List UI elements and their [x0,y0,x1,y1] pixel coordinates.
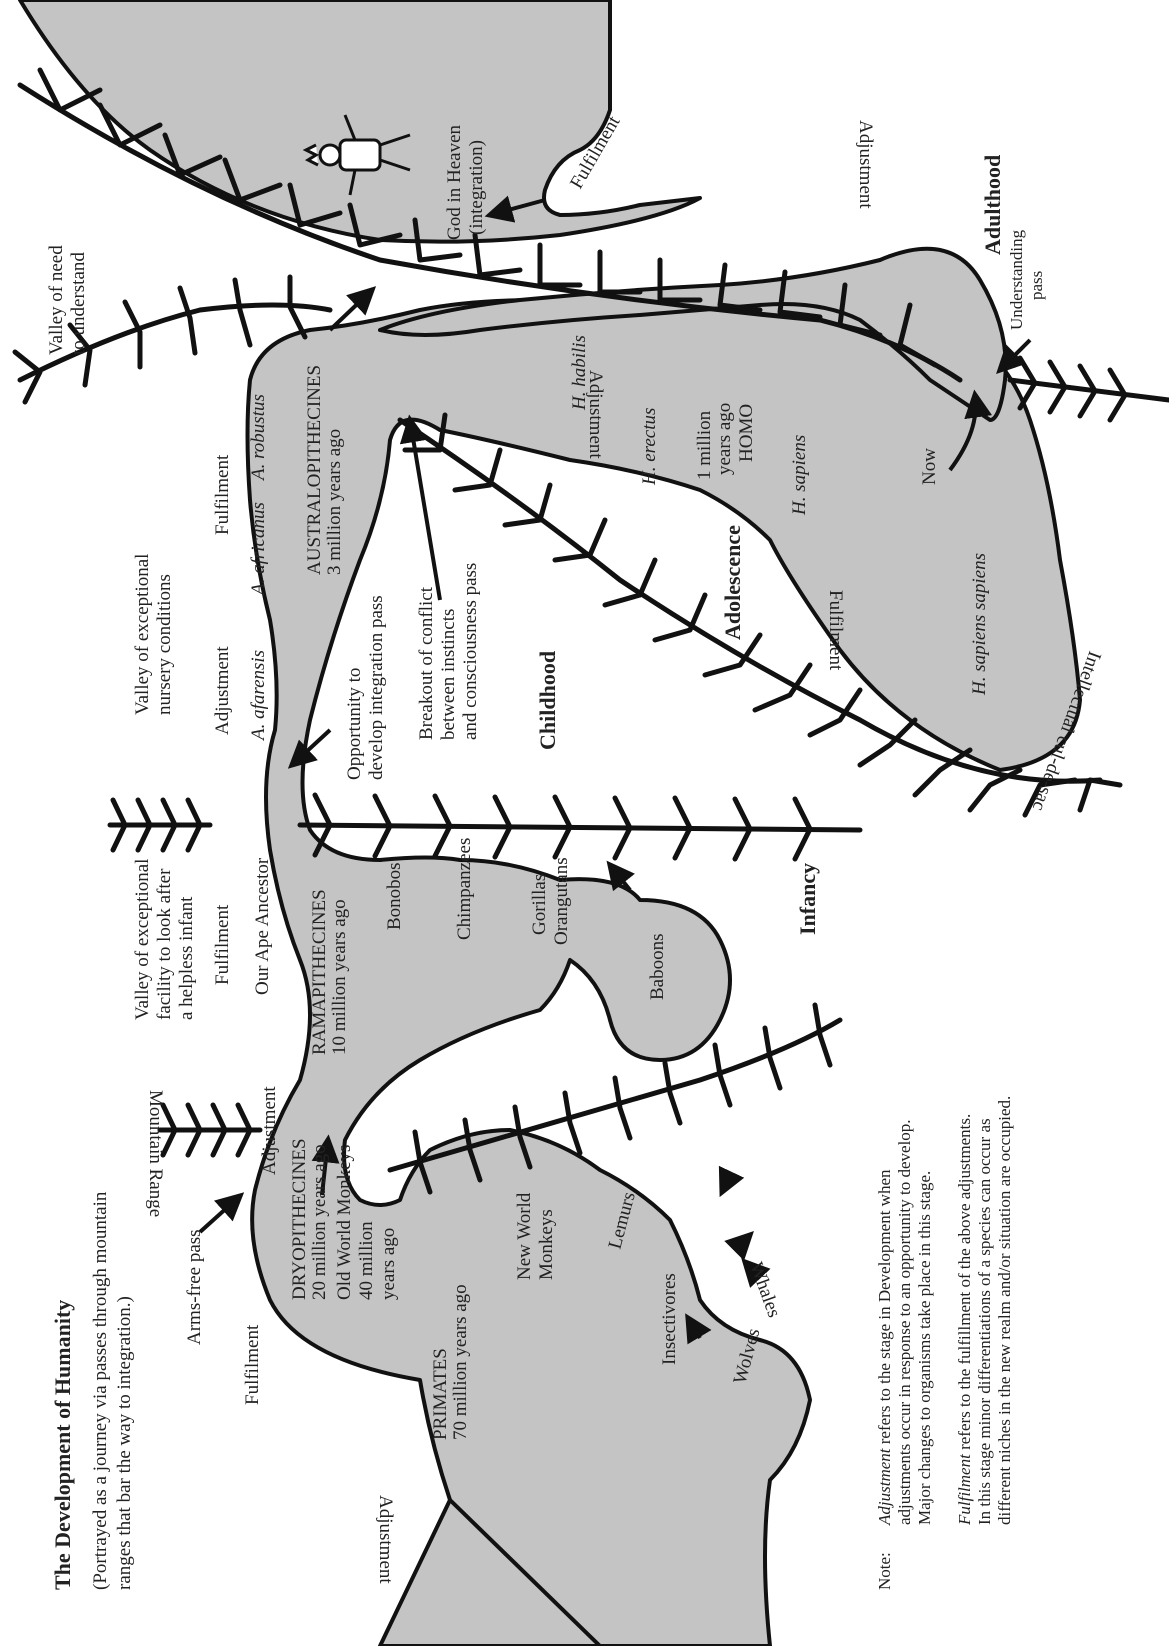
mountain-range-label: Mountain Range [145,1090,166,1217]
habilis-label: H. habilis [569,335,590,411]
adjustment-label-2: Adjustment [259,1086,280,1175]
fulfilment-label-3: Fulfilment [212,454,233,535]
adjustment-label-1: Adjustment [375,1495,396,1584]
homo-age-line2: years ago [714,403,735,475]
sapiens-label: H. sapiens [789,435,810,516]
dryopithecines-label: DRYOPITHECINES [289,1138,310,1300]
opportunity-pass-line2: develop integration pass [366,595,387,780]
breakout-pass-line3: and consciousness pass [460,563,481,740]
stage-adolescence: Adolescence [720,525,745,640]
fulfilment-label-1: Fulfilment [242,1324,263,1405]
god-label-line1: God in Heaven [444,124,465,240]
breakout-arrow [410,420,440,600]
afarensis-label: A. afarensis [248,650,269,742]
fulfilment-label-2: Fulfilment [212,904,233,985]
note-adjustment-line3: Major changes to organisms take place in… [915,1171,934,1525]
ramapithecines-age: 10 million years ago [329,899,350,1055]
orangutans-label: Orangutans [551,857,572,945]
new-world-line2: Monkeys [536,1209,557,1280]
arms-free-pass-label: Arms-free pass [184,1229,205,1345]
dryopithecines-age: 20 million years ago [309,1144,330,1300]
old-world-line1: Old World Monkeys [334,1145,355,1300]
baboons-label: Baboons [647,934,668,1001]
bonobos-label: Bonobos [384,862,405,930]
robustus-label: A. robustus [248,394,269,482]
ramapithecines-label: RAMAPITHECINES [309,889,330,1055]
diagram-title: The Development of Humanity [50,1300,75,1590]
valley-nursery-line1: Valley of exceptional [132,554,153,715]
erectus-label: H. erectus [639,408,660,486]
primates-age: 70 million years ago [450,1284,471,1440]
valley-need-line1: Valley of need [46,245,67,355]
arms-free-arrow [200,1196,240,1232]
valley-helpless-line3: a helpless infant [176,896,197,1020]
lemur-arrow [722,1175,730,1192]
primates-label: PRIMATES [430,1348,451,1440]
valley-helpless-line2: facility to look after [154,868,175,1020]
adjustment-label-3: Adjustment [212,646,233,735]
note-adjustment-line2: adjustments occur in response to an oppo… [895,1119,914,1525]
understanding-pass-line1: Understanding [1007,229,1026,330]
breakout-pass-line1: Breakout of conflict [416,586,437,740]
valley-need-line2: to understand [68,252,89,355]
note-fulfilment-line3: different niches in the new realm and/or… [995,1096,1014,1525]
god-label-line2: (integration) [466,140,487,235]
whales-label: Whales [745,1260,784,1321]
understanding-pass-line2: pass [1027,271,1046,300]
whale-arrow1 [735,1235,750,1250]
adjustment-label-5: Adjustment [855,120,876,209]
new-world-line1: New World [514,1192,535,1280]
insectivores-label: Insectivores [659,1273,680,1365]
note-label: Note: [875,1552,894,1590]
old-world-line2: 40 million [356,1221,377,1300]
valley-helpless-line1: Valley of exceptional [132,859,153,1020]
stage-adulthood: Adulthood [980,155,1005,255]
old-world-line3: years ago [378,1228,399,1300]
mountain-range-middle [300,795,860,859]
fulfilment-label-4: Fulfilment [825,590,846,671]
gorillas-label: Gorillas [529,874,550,935]
note-adjustment-line1: Adjustment refers to the stage in Develo… [875,1169,894,1526]
homo-age-line1: 1 million [694,410,715,480]
breakout-pass-line2: between instincts [438,609,459,740]
now-label: Now [919,448,940,485]
stage-infancy: Infancy [795,863,820,935]
australopithecines-label: AUSTRALOPITHECINES [304,365,325,575]
note-fulfilment-line2: In this stage minor differentiations of … [975,1118,994,1525]
stage-childhood: Childhood [535,651,560,750]
note-fulfilment-line1: Fulfilment refers to the fulfillment of … [955,1114,974,1526]
sapiens-sapiens-label: H. sapiens sapiens [969,553,990,696]
note-block: Note: Adjustment refers to the stage in … [875,1096,1014,1590]
chimpanzees-label: Chimpanzees [454,838,475,940]
diagram-subtitle-line1: (Portrayed as a journey via passes throu… [90,1191,111,1590]
australopithecines-age: 3 million years ago [324,429,345,575]
ape-ancestor-label: Our Ape Ancestor [252,857,273,995]
mountain-range-understanding [1010,358,1169,420]
africanus-label: A. africanus [248,502,269,597]
heaven-region [20,0,700,242]
diagram-subtitle-line2: ranges that bar the way to integration.) [114,1296,135,1590]
homo-label: HOMO [736,404,757,462]
opportunity-pass-line1: Opportunity to [344,668,365,780]
valley-nursery-line2: nursery conditions [154,574,175,715]
